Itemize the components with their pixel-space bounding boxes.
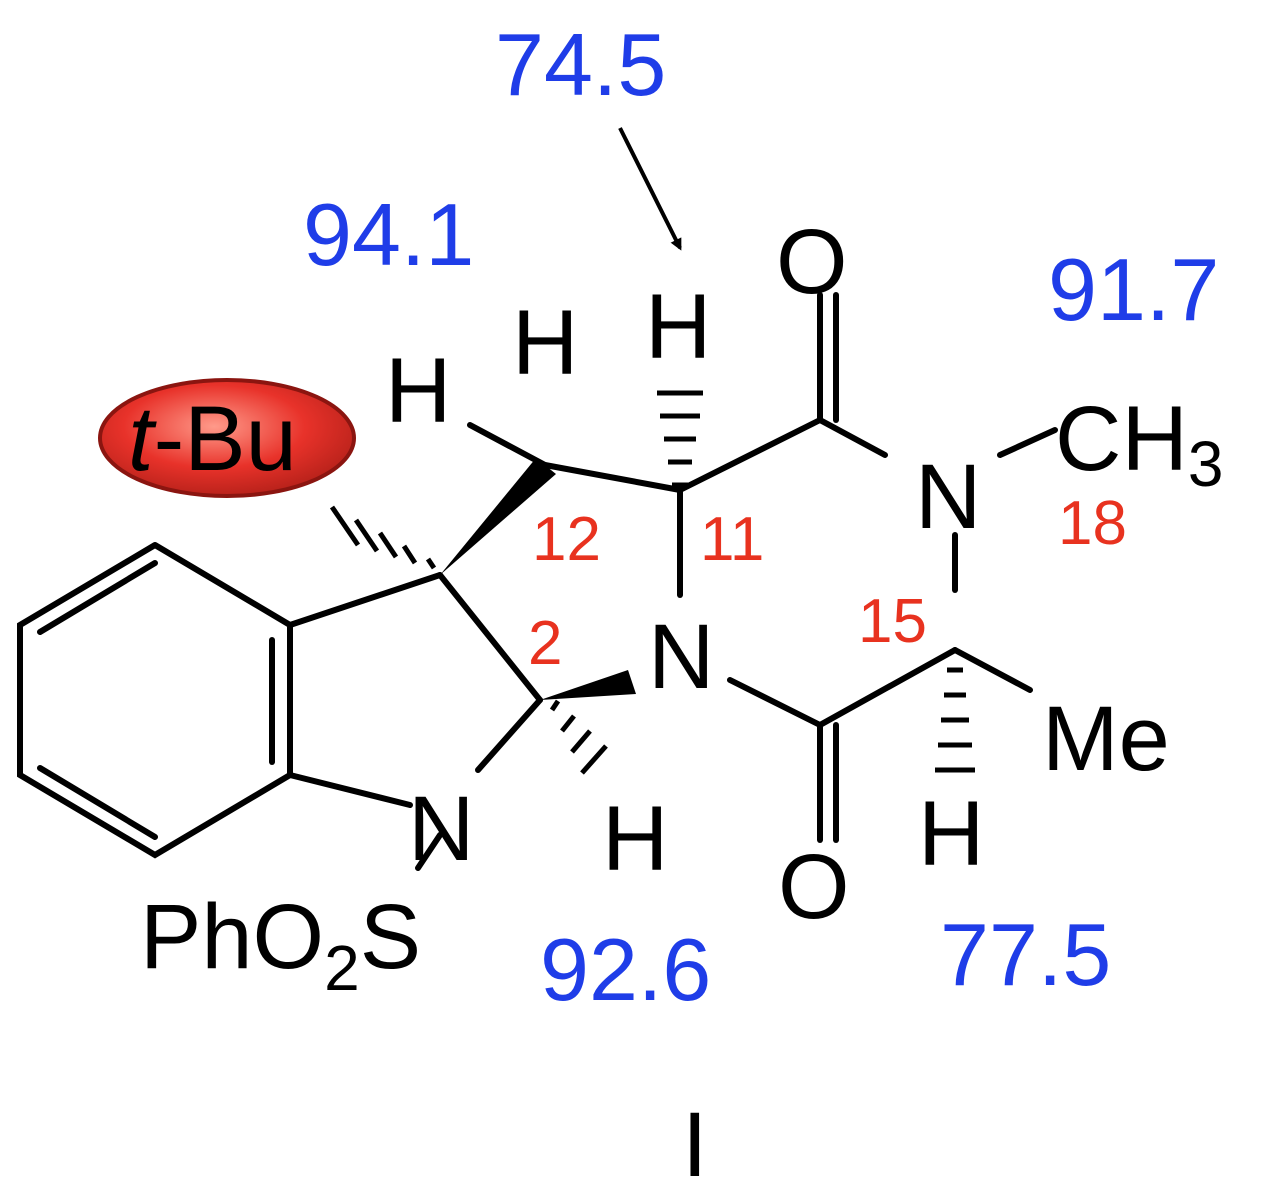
value-c2: 92.6: [540, 920, 711, 1019]
value-c11: 74.5: [495, 15, 666, 114]
value-c15: 77.5: [940, 905, 1111, 1004]
atom-h-c15: H: [918, 783, 984, 885]
position-c12: 12: [532, 505, 601, 574]
position-c2: 2: [528, 609, 562, 678]
atom-o-bottom: O: [778, 836, 850, 938]
position-labels: 12 11 2 15 18: [528, 489, 1127, 678]
position-c11: 11: [700, 505, 764, 574]
compound-label: I: [682, 1094, 708, 1183]
atom-o-top: O: [776, 211, 848, 313]
atom-sulfonyl: PhO2S: [140, 886, 421, 1004]
value-n18: 91.7: [1048, 240, 1219, 339]
tbu-label: t-Bu: [128, 388, 297, 490]
pointer-arrow: [618, 127, 682, 251]
atom-h-c2: H: [602, 788, 668, 890]
position-c15: 15: [858, 587, 927, 656]
atom-h-c12-b: H: [512, 292, 578, 394]
tbu-highlight: [98, 378, 356, 498]
bond-skeleton: [17, 292, 1058, 871]
atom-h-c11: H: [645, 276, 711, 378]
atom-n-amide: N: [915, 446, 981, 548]
tbu-group: t-Bu: [98, 378, 356, 498]
value-labels: 74.5 94.1 91.7 92.6 77.5: [303, 15, 1219, 1019]
atom-methyl: CH3: [1055, 388, 1223, 500]
atom-me: Me: [1042, 688, 1170, 790]
position-n18: 18: [1058, 489, 1127, 558]
value-c12: 94.1: [303, 185, 474, 284]
atom-h-c12-a: H: [385, 340, 451, 442]
atom-n-indoline: N: [408, 778, 474, 880]
atom-labels: H H H O N CH3 N Me N H O H PhO2S: [140, 211, 1223, 1004]
atom-n-ring: N: [648, 606, 714, 708]
